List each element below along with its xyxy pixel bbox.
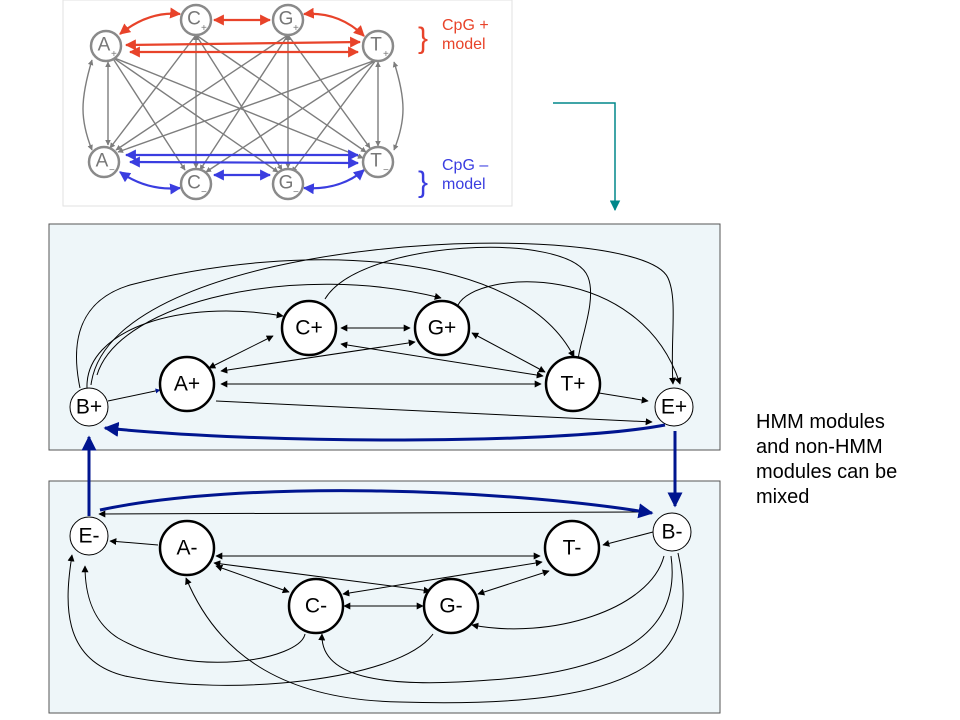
svg-text:−: − — [293, 187, 299, 198]
svg-text:model: model — [442, 176, 486, 193]
node-a-plus: A+ — [158, 355, 216, 413]
node-b-plus: B+ — [69, 387, 109, 427]
brace-icon: } — [418, 166, 428, 199]
thumbnail-blue-edges — [119, 149, 365, 195]
caption-line: modules can be — [756, 461, 898, 483]
node-e-plus: E+ — [654, 387, 694, 427]
thumbnail-minus-nodes: A − C − G − T − — [87, 145, 395, 201]
svg-text:−: − — [109, 165, 115, 176]
thumb-node-t-plus: T + — [361, 29, 395, 63]
svg-text:T: T — [370, 35, 382, 56]
node-c-minus: C- — [287, 577, 345, 635]
svg-text:G-: G- — [439, 595, 462, 618]
svg-text:−: − — [383, 165, 389, 176]
svg-text:C: C — [187, 9, 201, 30]
svg-text:C-: C- — [305, 595, 327, 618]
svg-text:G+: G+ — [428, 317, 457, 340]
svg-text:A+: A+ — [174, 373, 200, 396]
svg-text:G: G — [279, 173, 294, 194]
node-b-minus: B- — [652, 512, 692, 552]
thumbnail-plus-nodes: A + C + G + T + — [89, 3, 395, 63]
svg-text:T-: T- — [563, 537, 582, 560]
node-e-minus: E- — [69, 516, 109, 556]
node-t-minus: T- — [543, 519, 601, 577]
svg-text:A: A — [96, 151, 109, 172]
svg-text:B+: B+ — [76, 396, 102, 419]
brace-icon: } — [418, 22, 428, 55]
node-g-minus: G- — [422, 577, 480, 635]
zoom-connector-arrow — [553, 102, 621, 212]
node-a-minus: A- — [158, 519, 216, 577]
svg-text:T: T — [370, 151, 382, 172]
caption-line: and non-HMM — [756, 436, 883, 458]
caption-line: mixed — [756, 486, 810, 508]
svg-text:A: A — [98, 35, 111, 56]
svg-text:C+: C+ — [295, 317, 322, 340]
thumb-node-g-minus: G − — [271, 167, 305, 201]
module-links — [81, 421, 683, 519]
node-c-plus: C+ — [280, 299, 338, 357]
thumb-node-t-minus: T − — [361, 145, 395, 179]
e-minus-to-b-minus-link — [99, 489, 654, 519]
svg-text:B-: B- — [662, 521, 683, 544]
svg-text:model: model — [442, 36, 486, 53]
cpg-hmm-thumbnail: A + C + G + T + A − — [62, 0, 513, 207]
thumb-plus-legend: } CpG + model — [418, 17, 489, 55]
svg-text:G: G — [279, 9, 294, 30]
thumb-node-a-minus: A − — [87, 145, 121, 179]
svg-text:+: + — [383, 49, 389, 60]
plus-module-nodes: B+ A+ C+ G+ T+ E+ — [69, 299, 694, 427]
caption-text: HMM modules and non-HMM modules can be m… — [756, 410, 946, 510]
thumbnail-red-edges — [119, 7, 365, 58]
svg-text:A-: A- — [177, 537, 198, 560]
svg-text:+: + — [293, 23, 299, 34]
caption-line: HMM modules — [756, 411, 885, 433]
minus-module-nodes: E- A- T- B- C- G- — [69, 512, 692, 635]
svg-text:CpG +: CpG + — [442, 17, 489, 34]
svg-text:−: − — [201, 187, 207, 198]
svg-text:+: + — [111, 49, 117, 60]
thumb-node-c-plus: C + — [179, 3, 213, 37]
svg-text:E+: E+ — [661, 396, 687, 419]
thumb-node-a-plus: A + — [89, 29, 123, 63]
svg-text:T+: T+ — [560, 373, 585, 396]
minus-module-edges — [67, 510, 684, 704]
cpg-minus-module-panel — [48, 480, 721, 714]
svg-text:E-: E- — [79, 525, 100, 548]
svg-text:+: + — [201, 23, 207, 34]
svg-text:C: C — [187, 173, 201, 194]
node-g-plus: G+ — [413, 299, 471, 357]
thumb-minus-legend: } CpG – model — [418, 157, 488, 199]
thumb-node-g-plus: G + — [271, 3, 305, 37]
thumb-node-c-minus: C − — [179, 167, 213, 201]
cpg-plus-module-panel — [48, 223, 721, 451]
svg-text:CpG –: CpG – — [442, 157, 488, 174]
e-plus-to-b-plus-link — [103, 421, 666, 442]
plus-module-edges — [76, 242, 682, 426]
node-t-plus: T+ — [544, 355, 602, 413]
